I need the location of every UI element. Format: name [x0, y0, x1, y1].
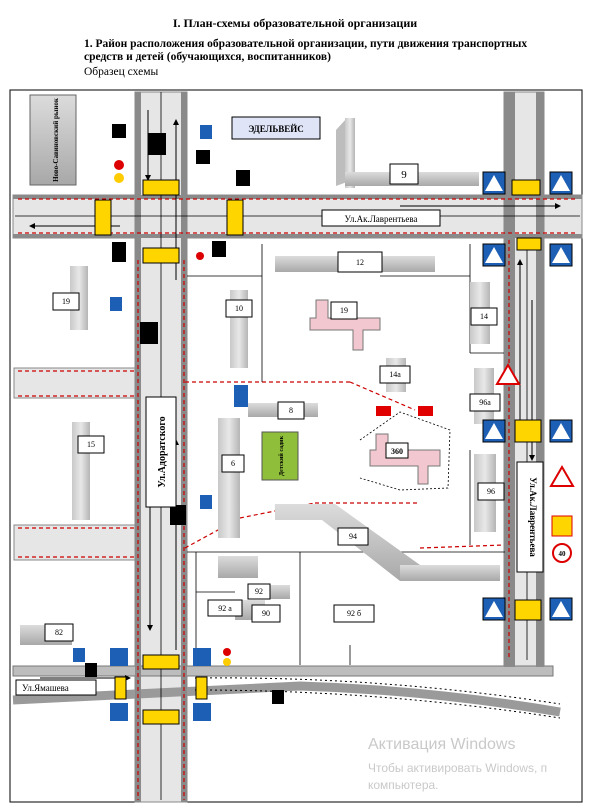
- market-label: Ново-Савиновский рынок: [52, 97, 60, 182]
- street-lavrentyeva-horizontal: Ул.Ак.Лаврентьева: [344, 214, 417, 224]
- building-8: 8: [289, 406, 293, 415]
- edelweiss-label: ЭДЕЛЬВЕЙС: [248, 124, 304, 134]
- building-360: 360: [391, 447, 403, 456]
- page-subtitle: 1. Район расположения образовательной ор…: [84, 38, 528, 63]
- building-92: 92: [255, 587, 263, 596]
- building-14a: 14а: [389, 370, 401, 379]
- traffic-lights: [112, 124, 250, 666]
- watermark-text: Чтобы активировать Windows, п компьютера…: [368, 760, 590, 794]
- page-title: I. План-схемы образовательной организаци…: [172, 16, 418, 30]
- watermark-title: Активация Windows: [368, 736, 516, 753]
- street-lavrentyeva-vertical: Ул.Ак.Лаврентьева: [528, 477, 538, 557]
- street-adoratskogo: Ул.Адоратского: [157, 416, 168, 487]
- bus-stops: [73, 125, 284, 704]
- building-14: 14: [480, 312, 488, 321]
- pedestrian-signs: [110, 171, 573, 721]
- street-yamasheva: Ул.Ямашева: [22, 683, 69, 693]
- crosswalks: [94, 179, 542, 725]
- building-12: 12: [356, 258, 364, 267]
- building-82: 82: [55, 628, 63, 637]
- speed-limit-label: 40: [559, 550, 567, 558]
- watermark-line3: компьютера.: [368, 778, 439, 792]
- building-94: 94: [349, 532, 357, 541]
- building-92a: 92 а: [218, 604, 232, 613]
- building-90: 90: [262, 609, 270, 618]
- watermark-line2: Чтобы активировать Windows, п: [368, 761, 548, 775]
- building-15: 15: [87, 440, 95, 449]
- building-96: 96: [487, 487, 495, 496]
- building-labels: 9 12 19 19 10 14 14а 96а 8 360 6 15 96: [44, 163, 505, 642]
- building-19a: 19: [62, 297, 70, 306]
- building-6: 6: [231, 459, 235, 468]
- building-9: 9: [401, 169, 407, 181]
- school-site: [187, 244, 505, 665]
- building-96a: 96а: [479, 398, 491, 407]
- building-19b: 19: [340, 306, 348, 315]
- sample-label: Образец схемы: [84, 66, 159, 78]
- building-10: 10: [235, 304, 243, 313]
- kindergarten-label: Детский садик: [278, 435, 285, 476]
- building-92b: 92 б: [347, 609, 361, 618]
- street-labels: Ул.Ак.Лаврентьева Ул.Адоратского Ул.Ак.Л…: [15, 97, 567, 696]
- map-frame: [9, 89, 583, 803]
- warning-signs: [495, 363, 575, 563]
